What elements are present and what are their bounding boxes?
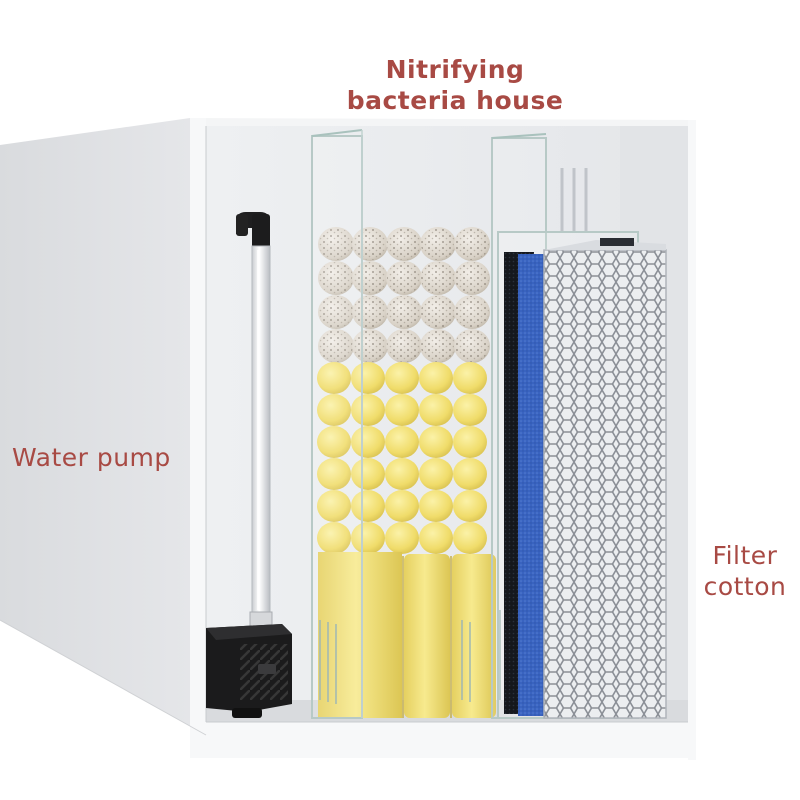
blue-filter-cotton-layer: [518, 254, 548, 716]
bio-ball: [453, 426, 487, 458]
water-pump-icon: [206, 624, 292, 718]
ceramic-ring: [318, 261, 354, 295]
yellow-bio-ball-media: [317, 362, 487, 554]
ceramic-ring: [318, 329, 354, 363]
bio-ball: [419, 522, 453, 554]
bio-ball: [351, 362, 385, 394]
ceramic-ring: [318, 295, 354, 329]
bio-ball: [453, 458, 487, 490]
bio-ball: [453, 394, 487, 426]
tank-front-frame-right: [688, 120, 696, 760]
ceramic-ring: [454, 261, 490, 295]
bio-ball: [453, 490, 487, 522]
bio-ball: [419, 490, 453, 522]
ceramic-ring: [386, 295, 422, 329]
label-water-pump: Water pump: [12, 443, 171, 472]
label-filter-line2: cotton: [703, 572, 787, 601]
bacteria-house-chamber: [311, 129, 547, 719]
bio-ball: [317, 522, 351, 554]
ceramic-ring: [420, 227, 456, 261]
bio-ball: [351, 490, 385, 522]
tank-top-rim: [190, 118, 694, 126]
ceramic-ring: [386, 329, 422, 363]
bio-ball: [419, 426, 453, 458]
bio-ball: [351, 394, 385, 426]
ceramic-ring: [454, 295, 490, 329]
filter-cotton-stack: [497, 168, 667, 719]
ceramic-ring: [420, 295, 456, 329]
bio-ball: [317, 458, 351, 490]
label-nitrifying-bacteria-house: Nitrifying bacteria house: [340, 54, 570, 116]
ceramic-ring: [454, 329, 490, 363]
ceramic-ring: [386, 227, 422, 261]
bio-ball: [351, 458, 385, 490]
pump-outlet-pipe-icon: [251, 245, 271, 615]
bio-ball: [419, 394, 453, 426]
tank-front-frame-left: [190, 118, 206, 758]
bio-ball: [317, 394, 351, 426]
water-pump-assembly: [206, 212, 292, 718]
ceramic-ring: [420, 261, 456, 295]
bio-ball: [317, 426, 351, 458]
bio-ball: [453, 522, 487, 554]
tank-front-frame-bottom: [190, 722, 696, 758]
bio-ball: [419, 362, 453, 394]
yellow-sponge-blocks: [318, 552, 496, 718]
ceramic-ring: [318, 227, 354, 261]
bio-ball: [385, 458, 419, 490]
ceramic-ring: [454, 227, 490, 261]
bio-ball: [385, 362, 419, 394]
bio-ball: [317, 490, 351, 522]
label-nitrifying-line1: Nitrifying: [385, 55, 525, 84]
tank-left-wall: [0, 118, 206, 735]
bio-ball: [385, 394, 419, 426]
bio-ball: [351, 522, 385, 554]
bio-ball: [351, 426, 385, 458]
bio-ball: [453, 362, 487, 394]
bio-ball: [385, 522, 419, 554]
label-filter-line1: Filter: [712, 541, 778, 570]
ceramic-ring: [386, 261, 422, 295]
bio-ball: [385, 490, 419, 522]
bio-ball: [317, 362, 351, 394]
bio-ball: [419, 458, 453, 490]
label-nitrifying-line2: bacteria house: [346, 86, 564, 115]
ceramic-ring: [420, 329, 456, 363]
bio-ball: [385, 426, 419, 458]
label-filter-cotton: Filter cotton: [690, 540, 800, 602]
